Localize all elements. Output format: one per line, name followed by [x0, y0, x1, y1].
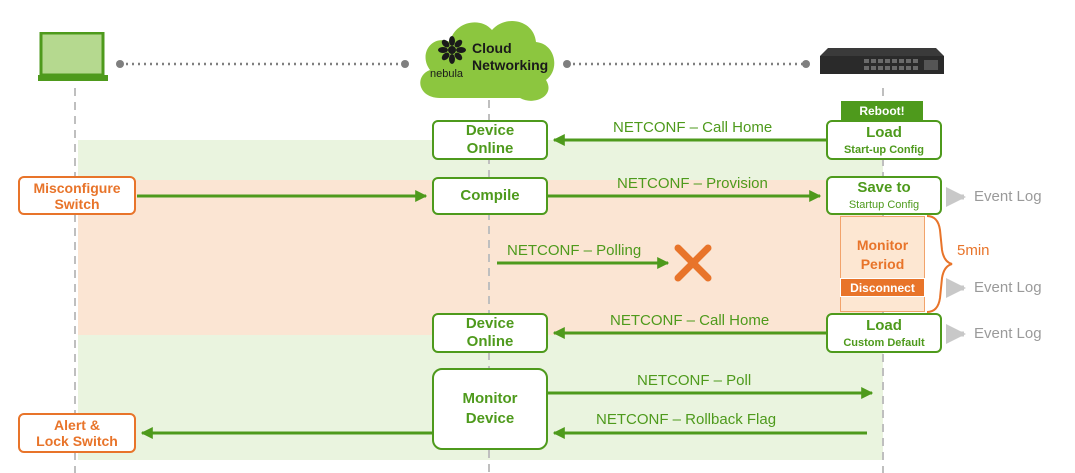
save-startup-main: Save to: [857, 179, 911, 196]
device-online-label-2: Device Online: [465, 315, 515, 350]
monitor-period-label: Monitor Period: [856, 237, 909, 272]
load-default-box: Load Custom Default: [826, 313, 942, 353]
alert-lock-box: Alert & Lock Switch: [18, 413, 136, 453]
msg-rollback: NETCONF – Rollback Flag: [596, 411, 777, 428]
load-startup-box: Load Start-up Config: [826, 120, 942, 160]
switch-icon: [820, 48, 944, 74]
event-log-1: Event Log: [974, 188, 1042, 205]
monitor-device-label: Monitor Device: [462, 390, 518, 427]
device-online-box-2: Device Online: [432, 313, 548, 353]
reboot-tag: Reboot!: [841, 101, 923, 120]
load-default-sub: Custom Default: [843, 336, 925, 349]
device-online-box-1: Device Online: [432, 120, 548, 160]
msg-provision: NETCONF – Provision: [617, 175, 768, 192]
event-log-2: Event Log: [974, 279, 1042, 296]
load-startup-main: Load: [866, 123, 902, 141]
timer-brace: [926, 215, 953, 313]
event-log-3: Event Log: [974, 325, 1042, 342]
alert-lock-label: Alert & Lock Switch: [36, 417, 118, 449]
disconnect-tag: Disconnect: [840, 278, 925, 297]
misconfigure-switch-label: Misconfigure Switch: [33, 179, 121, 212]
compile-box: Compile: [432, 177, 548, 215]
msg-call-home-1: NETCONF – Call Home: [613, 119, 773, 136]
monitor-device-box: Monitor Device: [432, 368, 548, 450]
cross-icon: [674, 244, 712, 282]
nebula-logo-icon: [438, 36, 466, 64]
device-online-label-1: Device Online: [465, 122, 515, 157]
timer-label: 5min: [957, 242, 990, 259]
load-default-main: Load: [866, 316, 902, 334]
msg-poll: NETCONF – Poll: [637, 372, 752, 389]
save-startup-box: Save to Startup Config: [826, 176, 942, 215]
msg-polling: NETCONF – Polling: [507, 242, 642, 259]
save-startup-sub: Startup Config: [848, 199, 920, 211]
cloud-brand: nebula: [430, 68, 464, 80]
load-startup-sub: Start-up Config: [843, 143, 925, 156]
cloud-title: Cloud Networking: [472, 40, 549, 73]
laptop-icon: [38, 32, 108, 81]
misconfigure-switch-box: Misconfigure Switch: [18, 176, 136, 215]
compile-label: Compile: [460, 187, 520, 204]
msg-call-home-2: NETCONF – Call Home: [610, 312, 770, 329]
